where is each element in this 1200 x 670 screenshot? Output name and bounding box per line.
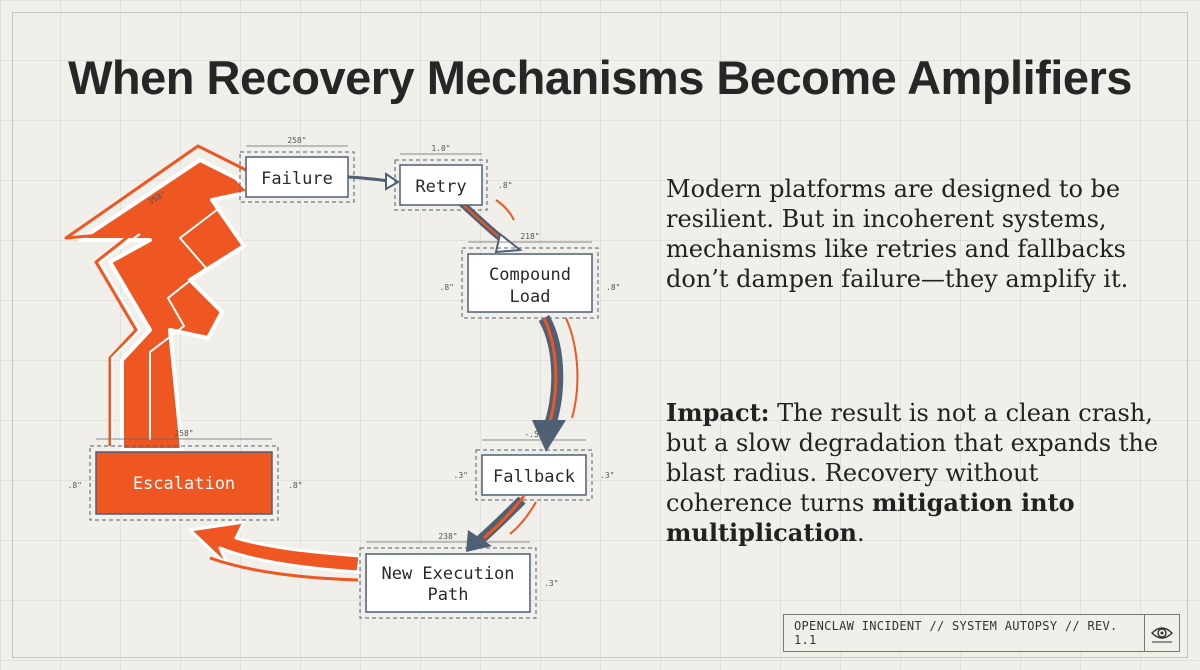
node-escalation-label: Escalation bbox=[133, 474, 235, 494]
eye-logo-icon bbox=[1144, 615, 1179, 651]
escalation-arrow bbox=[64, 144, 252, 452]
node-execution-label-1: New Execution bbox=[381, 564, 514, 584]
node-compound-label-2: Load bbox=[510, 287, 551, 307]
node-fallback: Fallback -.5" .3" .3" bbox=[454, 430, 614, 501]
dim-escalation-width: 258" bbox=[174, 429, 193, 438]
node-execution-label-2: Path bbox=[428, 585, 469, 605]
dim-fallback-height-left: .3" bbox=[454, 471, 468, 480]
footer-label: OPENCLAW INCIDENT // SYSTEM AUTOPSY // R… bbox=[794, 619, 1118, 647]
footer-banner: OPENCLAW INCIDENT // SYSTEM AUTOPSY // R… bbox=[783, 614, 1180, 652]
dim-compound-height-left: .8" bbox=[440, 283, 454, 292]
node-compound-load: Compound Load 218" .8" .8" bbox=[440, 232, 620, 319]
failure-to-retry-arrow bbox=[347, 172, 400, 191]
dim-compound-width: 218" bbox=[520, 232, 539, 241]
impact-paragraph: Impact: The result is not a clean crash,… bbox=[666, 398, 1166, 548]
node-retry-label: Retry bbox=[415, 177, 466, 197]
impact-body: The result is not a clean crash, but a s… bbox=[666, 399, 1159, 517]
dim-fallback-height-right: .3" bbox=[600, 471, 614, 480]
impact-emphasis: mitigation into multiplication bbox=[666, 488, 1075, 547]
retry-to-compound-arrow bbox=[455, 197, 523, 254]
return-arrow bbox=[188, 520, 362, 582]
impact-end: . bbox=[857, 519, 865, 547]
dim-execution-width: 238" bbox=[438, 532, 457, 541]
amplification-loop-diagram: Failure 258" Retry 1.0" .8" Compound Loa… bbox=[64, 136, 620, 619]
node-compound-label-1: Compound bbox=[489, 265, 571, 285]
dim-retry-height: .8" bbox=[498, 181, 512, 190]
compound-to-fallback-arrow bbox=[532, 315, 579, 452]
dim-fallback-width: -.5" bbox=[524, 430, 543, 439]
dim-escalation-height-left: .8" bbox=[68, 481, 82, 490]
node-failure-label: Failure bbox=[261, 169, 333, 189]
node-new-execution-path: New Execution Path 238" .3" bbox=[359, 532, 558, 619]
dim-failure-width: 258" bbox=[287, 136, 306, 145]
dim-escalation-height-right: .8" bbox=[288, 481, 302, 490]
node-failure: Failure 258" bbox=[239, 136, 355, 203]
fallback-to-execution-arrow bbox=[466, 495, 537, 552]
dim-execution-height: .3" bbox=[544, 579, 558, 588]
node-fallback-label: Fallback bbox=[493, 467, 575, 487]
page-title: When Recovery Mechanisms Become Amplifie… bbox=[68, 51, 1132, 104]
dim-compound-height-right: .8" bbox=[606, 283, 620, 292]
intro-paragraph: Modern platforms are designed to be resi… bbox=[666, 175, 1129, 293]
page-frame bbox=[12, 12, 1188, 658]
node-escalation: Escalation 258" .8" .8" bbox=[68, 429, 302, 521]
dim-retry-width: 1.0" bbox=[431, 144, 450, 153]
node-retry: Retry 1.0" .8" bbox=[394, 144, 512, 211]
impact-label: Impact: bbox=[666, 398, 770, 427]
